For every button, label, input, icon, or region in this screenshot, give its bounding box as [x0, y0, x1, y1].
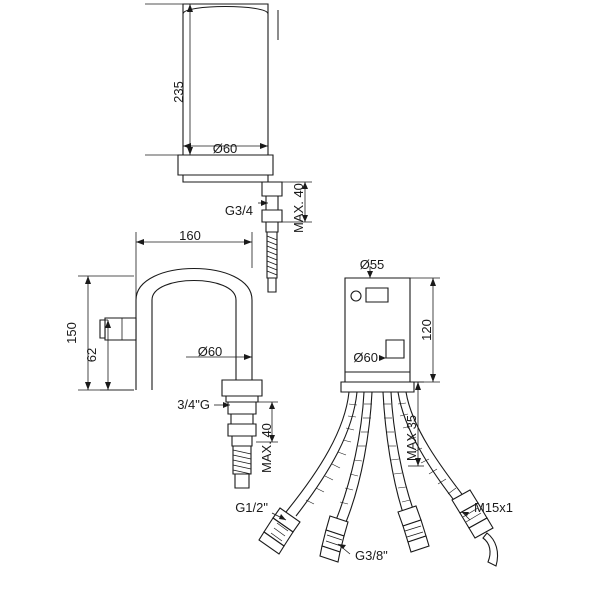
leader-34g-mid	[214, 402, 230, 408]
dimension-diameter-60-top	[183, 143, 268, 149]
leader-g38	[337, 543, 351, 555]
dimension-235	[145, 3, 193, 156]
label-thread-34g-mid: 3/4"G	[177, 397, 210, 412]
hose-fittings	[258, 489, 499, 567]
leader-g34-top	[258, 200, 268, 206]
tall-spout-body	[177, 3, 283, 293]
label-diameter-60-mid: Ø60	[198, 344, 223, 359]
label-body-height-120: 120	[419, 319, 434, 341]
label-thread-g38: G3/8"	[355, 548, 388, 563]
label-reach-160: 160	[179, 228, 201, 243]
label-diameter-60-top: Ø60	[213, 141, 238, 156]
leader-diameter-60-body	[379, 355, 386, 361]
dimension-160	[135, 232, 253, 316]
leader-g12	[271, 512, 287, 521]
label-max-40-mid: MAX. 40	[259, 423, 274, 473]
label-height-62: 62	[84, 348, 99, 362]
curved-spout-body	[99, 268, 263, 489]
dimension-max35	[408, 381, 424, 467]
dimension-max40-top	[282, 181, 312, 223]
dimension-max40-mid	[256, 401, 278, 443]
leader-diameter-55	[367, 266, 373, 278]
label-height-150: 150	[64, 322, 79, 344]
label-thread-m15x1: M15x1	[474, 500, 513, 515]
hose-bundle	[285, 391, 469, 523]
label-diameter-60-body: Ø60	[353, 350, 378, 365]
label-thread-g12: G1/2"	[235, 500, 268, 515]
label-diameter-55: Ø55	[360, 257, 385, 272]
leader-m15x1	[461, 511, 471, 521]
label-max-40-top: MAX. 40	[291, 183, 306, 233]
label-layer: 235 Ø60 G3/4 MAX. 40 160 150 62 Ø60 3/4"…	[64, 81, 513, 563]
label-max-35: MAX 35	[404, 415, 419, 461]
label-thread-g34-top: G3/4	[225, 203, 253, 218]
label-spout-height: 235	[171, 81, 186, 103]
dimension-diameter-60-mid	[186, 354, 252, 360]
mixer-body	[340, 277, 415, 393]
dimension-62	[100, 319, 134, 391]
geometry-layer	[78, 3, 499, 567]
dimension-120	[410, 277, 440, 383]
